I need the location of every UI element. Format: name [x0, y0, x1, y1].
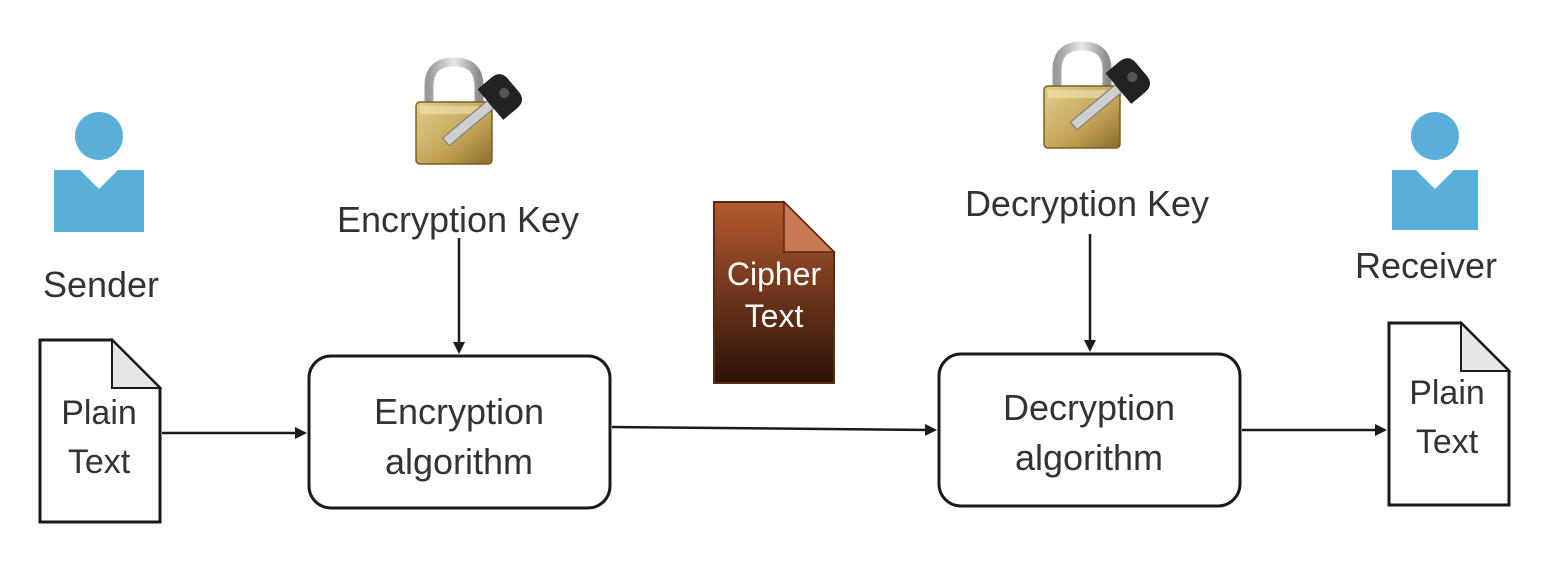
cipher-text-document-icon [713, 200, 836, 384]
cipher-text-line-2: Text [745, 298, 804, 334]
cipher-text-line-1: Cipher [727, 256, 822, 292]
decryption-key-label: Decryption Key [965, 183, 1209, 224]
receiver-document-line-1: Plain [1409, 374, 1485, 412]
encryption-padlock-key-icon [415, 57, 522, 165]
sender-document-icon [38, 337, 163, 524]
receiver-document-line-2: Text [1416, 423, 1479, 461]
receiver-document-icon [1387, 320, 1512, 507]
sender-person-icon [54, 112, 144, 232]
sender-document-line-1: Plain [61, 394, 137, 432]
receiver-label: Receiver [1355, 245, 1497, 286]
decryption-padlock-key-icon [1043, 41, 1150, 149]
encryption-algorithm-box [307, 354, 612, 510]
encryption-algorithm-line-2: algorithm [385, 441, 533, 482]
encryption-key-label: Encryption Key [337, 199, 579, 240]
decryption-algorithm-line-2: algorithm [1015, 437, 1163, 478]
sender-document-line-2: Text [68, 443, 131, 481]
encryption-to-decryption-arrow [611, 423, 937, 436]
decryption-algorithm-line-1: Decryption [1003, 387, 1175, 428]
sender-label: Sender [43, 264, 159, 305]
encryption-algorithm-line-1: Encryption [374, 391, 544, 432]
decryption-algorithm-box [937, 352, 1242, 508]
receiver-person-icon [1392, 112, 1478, 230]
